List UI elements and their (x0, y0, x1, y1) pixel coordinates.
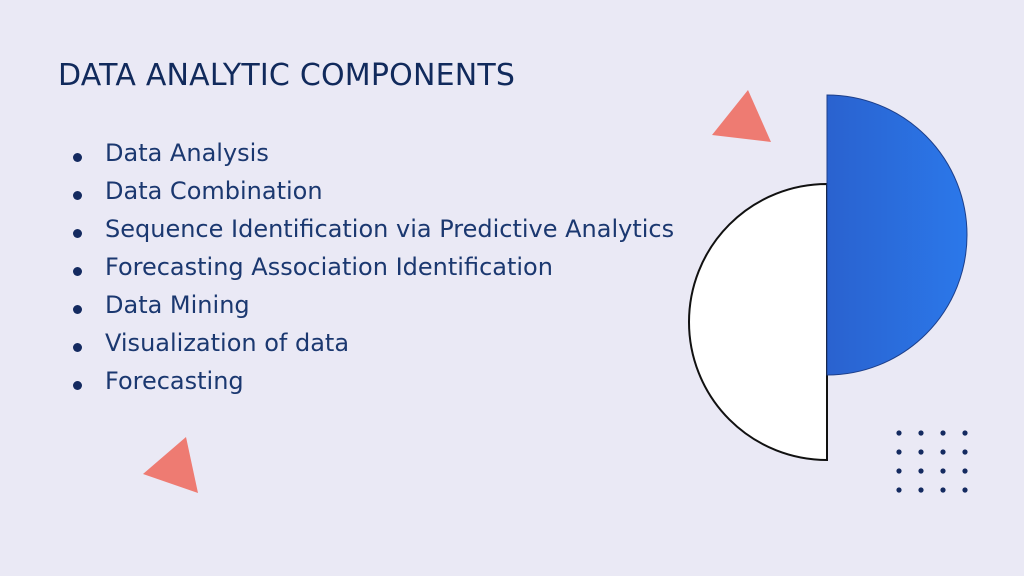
bullet-item: Data Combination (70, 172, 674, 210)
bullet-item: Data Analysis (70, 134, 674, 172)
bullet-item: Sequence Identification via Predictive A… (70, 210, 674, 248)
half-circle-outline-decoration (688, 182, 828, 462)
bullet-item: Forecasting Association Identification (70, 248, 674, 286)
bullet-list: Data Analysis Data Combination Sequence … (70, 134, 674, 400)
half-circle-blue-decoration (826, 94, 968, 376)
slide-title: DATA ANALYTIC COMPONENTS (58, 58, 516, 93)
bullet-item: Data Mining (70, 286, 674, 324)
dot-grid-decoration (896, 430, 968, 493)
triangle-top-decoration (712, 90, 771, 142)
bullet-item: Visualization of data (70, 324, 674, 362)
triangle-bottom-decoration (143, 437, 198, 493)
bullet-item: Forecasting (70, 362, 674, 400)
